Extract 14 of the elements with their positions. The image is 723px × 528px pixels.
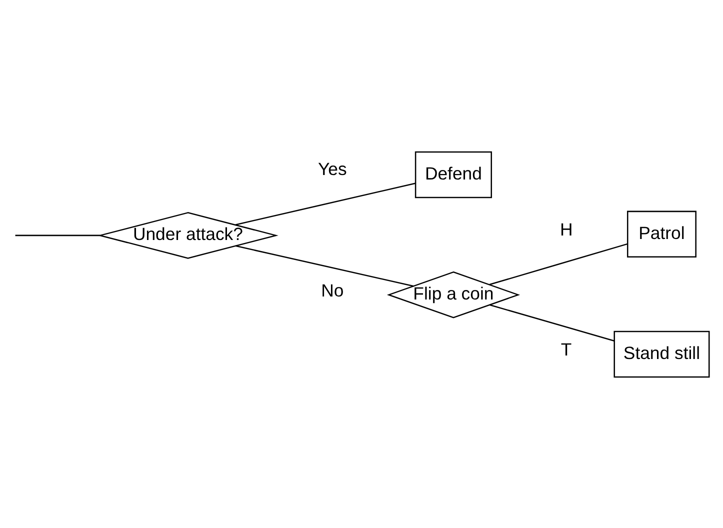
node-box: Patrol [626,210,696,258]
edge-label: Yes [318,158,347,179]
node-box: Stand still [614,330,710,378]
edge-label: H [560,219,573,240]
connector [489,304,614,341]
node-diamond: Under attack? [98,212,278,258]
connector [236,182,416,225]
edge-label: T [560,339,572,360]
edge-label: No [321,280,344,300]
connector [236,244,414,286]
node-box: Defend [414,150,492,198]
connector [15,234,100,236]
node-diamond: Flip a coin [386,270,520,318]
connector [489,242,628,285]
